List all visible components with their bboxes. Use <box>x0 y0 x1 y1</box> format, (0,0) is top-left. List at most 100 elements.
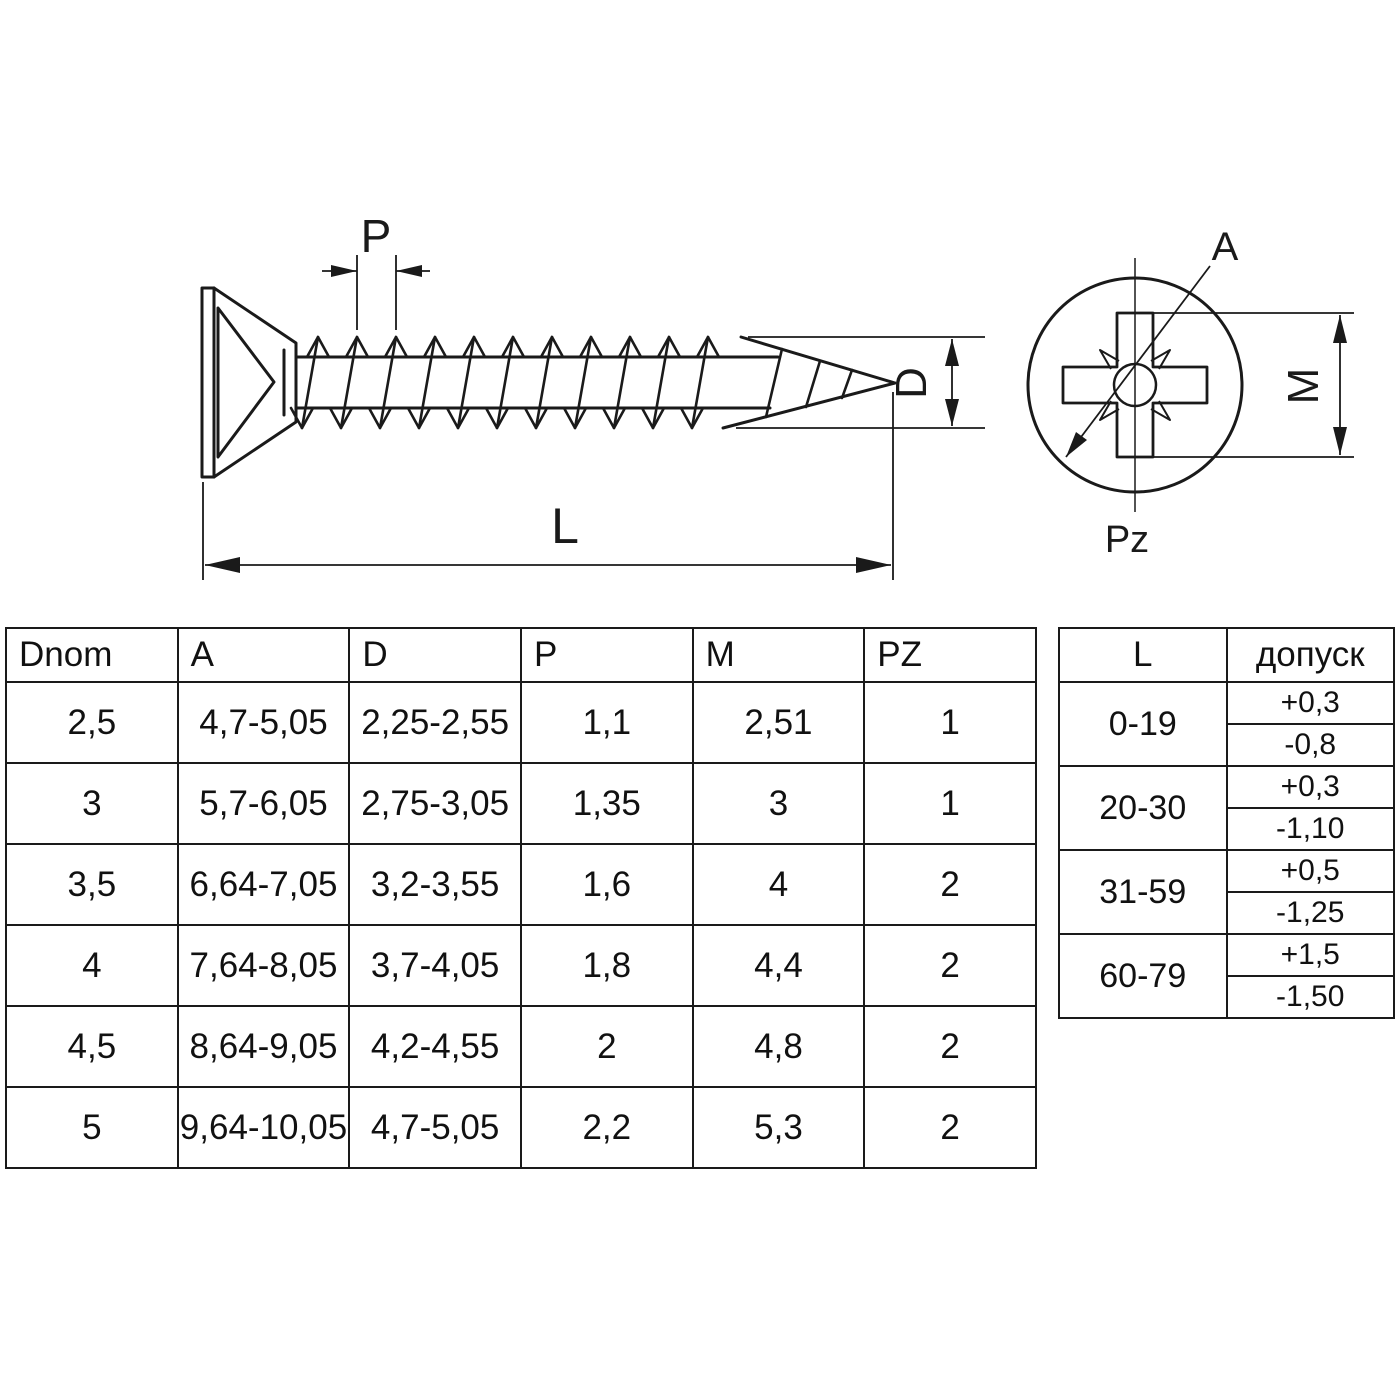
dim-m-arrow-bottom <box>1333 427 1347 455</box>
column-header: L <box>1058 627 1228 683</box>
table-cell: 1 <box>863 762 1037 845</box>
table-cell: 4,5 <box>5 1005 179 1088</box>
tolerance-row: -1,10 <box>1059 807 1395 851</box>
table-cell: 2 <box>863 924 1037 1007</box>
table-cell: 4,2-4,55 <box>348 1005 522 1088</box>
table-cell: 5,3 <box>691 1086 866 1169</box>
tolerance-row: 60-79+1,5 <box>1058 933 1395 1019</box>
column-header: A <box>176 627 351 683</box>
tolerance-row: -1,50 <box>1059 975 1395 1019</box>
length-range-cell: 20-30 <box>1058 765 1228 851</box>
length-range-cell: 60-79 <box>1058 933 1228 1019</box>
dim-l-extension-lines <box>202 392 894 580</box>
table-cell: 2,25-2,55 <box>348 681 522 764</box>
table-cell: 8,64-9,05 <box>176 1005 351 1088</box>
column-header: M <box>691 627 866 683</box>
dim-p-extension-lines <box>356 255 397 330</box>
dimension-l <box>202 392 894 580</box>
table-cell: 1,35 <box>519 762 694 845</box>
dim-p-arrow-right <box>396 265 422 277</box>
column-header: PZ <box>863 627 1037 683</box>
head-outline <box>1026 276 1244 494</box>
table-cell: 4,4 <box>691 924 866 1007</box>
dim-m-arrow-top <box>1333 315 1347 343</box>
table-cell: 1,6 <box>519 843 694 926</box>
tolerance-row: 0-19+0,3 <box>1058 681 1395 767</box>
length-range-cell: 0-19 <box>1058 681 1228 767</box>
table-cell: 3 <box>5 762 179 845</box>
table-cell: 2,75-3,05 <box>348 762 522 845</box>
drive-type-label: Pz <box>1105 519 1149 561</box>
tolerance-plus-cell: +0,3 <box>1225 681 1395 725</box>
column-header: Dnom <box>5 627 179 683</box>
table-cell: 3,7-4,05 <box>348 924 522 1007</box>
table-cell: 9,64-10,05 <box>176 1086 351 1169</box>
pozidriv-diagonal-notches <box>1099 349 1171 421</box>
table-cell: 3,2-3,55 <box>348 843 522 926</box>
table-cell: 2 <box>519 1005 694 1088</box>
tolerance-plus-cell: +0,5 <box>1225 849 1395 893</box>
table-cell: 1,1 <box>519 681 694 764</box>
table-cell: 3,5 <box>5 843 179 926</box>
screw-head-cone <box>212 286 298 479</box>
screw-core <box>294 355 780 410</box>
table-cell: 2 <box>863 843 1037 926</box>
table-cell: 4,7-5,05 <box>348 1086 522 1169</box>
table-cell: 5 <box>5 1086 179 1169</box>
screw-thread-flanks <box>300 335 710 430</box>
dim-a-arrow <box>1066 432 1087 457</box>
tolerance-plus-cell: +0,3 <box>1225 765 1395 809</box>
tolerance-minus-cell: -0,8 <box>1225 723 1395 767</box>
dim-label-m: M <box>1279 368 1328 405</box>
tolerance-row: 31-59+0,5 <box>1058 849 1395 935</box>
dim-label-a: A <box>1212 225 1239 269</box>
dim-a-leader-line <box>1065 265 1211 458</box>
tolerance-row: -0,8 <box>1059 723 1395 767</box>
tolerance-minus-cell: -1,50 <box>1225 975 1395 1019</box>
tolerance-minus-cell: -1,25 <box>1225 891 1395 935</box>
dim-p-arrow-left <box>331 265 357 277</box>
screw-technical-drawing: P L D A <box>200 210 1354 580</box>
dim-label-p: P <box>361 210 392 262</box>
dimension-p <box>322 255 430 330</box>
tolerance-plus-cell: +1,5 <box>1225 933 1395 977</box>
dim-d-arrow-top <box>945 339 959 366</box>
tolerance-minus-cell: -1,10 <box>1225 807 1395 851</box>
table-cell: 2 <box>863 1005 1037 1088</box>
column-header: D <box>348 627 522 683</box>
table-cell: 2,2 <box>519 1086 694 1169</box>
length-range-cell: 31-59 <box>1058 849 1228 935</box>
screw-tip-threads <box>764 347 854 419</box>
table-cell: 3 <box>691 762 866 845</box>
dim-d-arrow-bottom <box>945 399 959 426</box>
table-cell: 4 <box>691 843 866 926</box>
table-cell: 2 <box>863 1086 1037 1169</box>
screw-tip <box>721 335 897 430</box>
table-cell: 6,64-7,05 <box>176 843 351 926</box>
dim-label-d: D <box>887 367 936 399</box>
dim-d-extension-lines <box>736 336 985 429</box>
dim-m-extension-lines <box>1152 312 1354 458</box>
column-header: допуск <box>1225 627 1395 683</box>
table-cell: 4,8 <box>691 1005 866 1088</box>
tolerance-row: 20-30+0,3 <box>1058 765 1395 851</box>
dim-l-arrow-right <box>856 557 891 573</box>
screw-head-face <box>200 286 216 479</box>
column-header: P <box>519 627 694 683</box>
table-cell: 2,51 <box>691 681 866 764</box>
table-cell: 1 <box>863 681 1037 764</box>
screw-head-recess-profile <box>216 306 276 459</box>
dim-l-arrow-left <box>205 557 240 573</box>
